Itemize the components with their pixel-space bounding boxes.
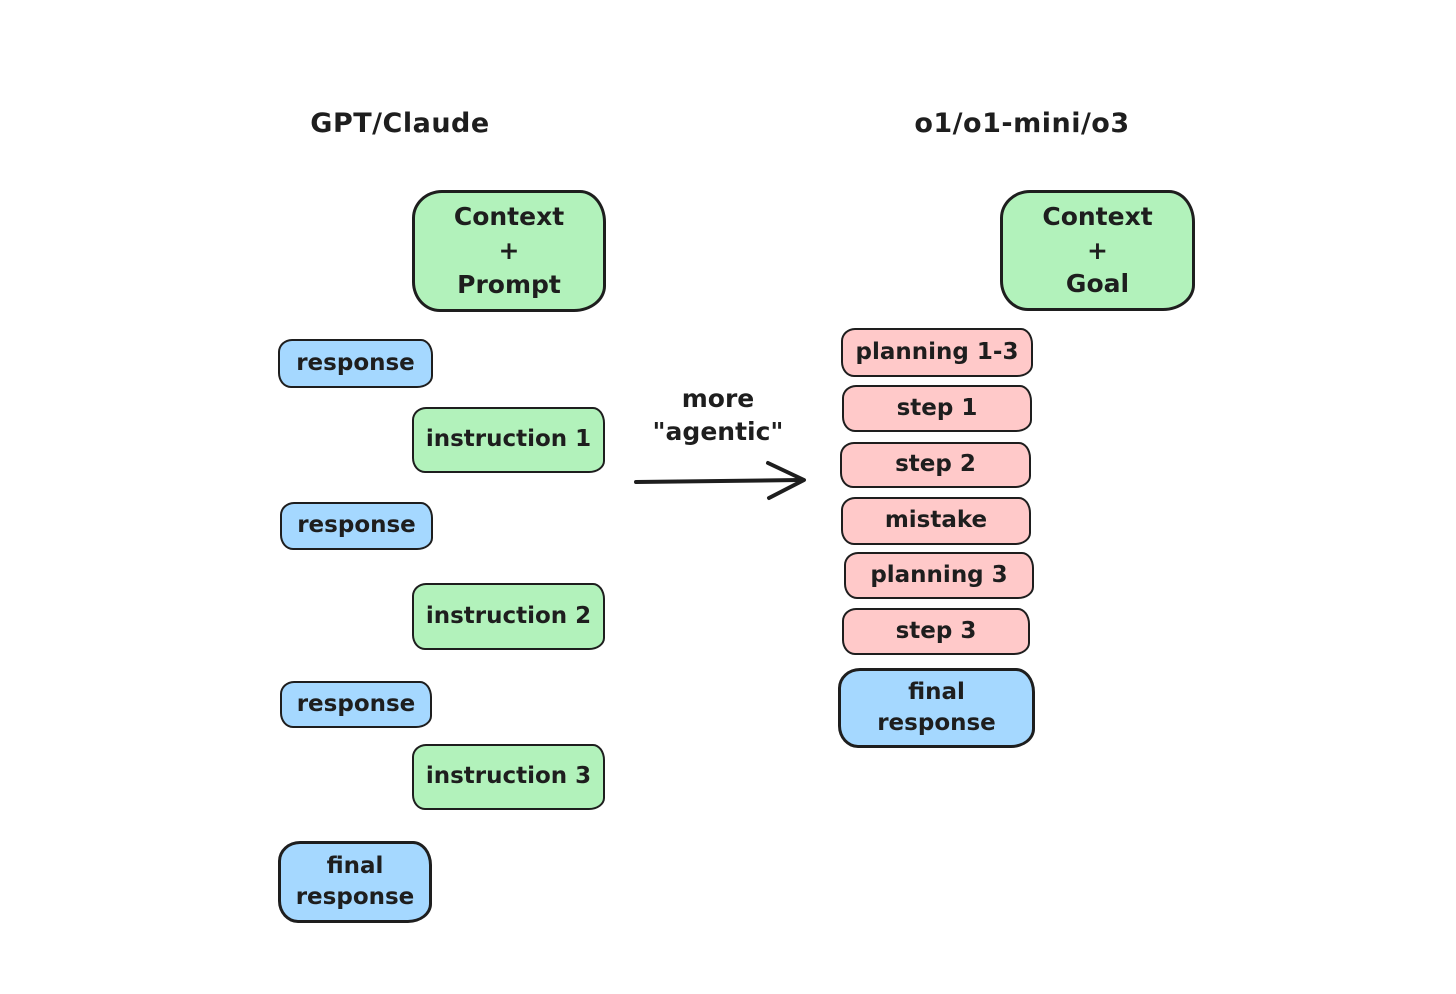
step-box-step-2: step 2 (840, 442, 1031, 488)
response-box-3: response (280, 681, 432, 728)
step-box-step-3: step 3 (842, 608, 1030, 655)
step-box-planning-1-3: planning 1-3 (841, 328, 1033, 377)
step-box-mistake: mistake (841, 497, 1031, 545)
context-goal-box: Context + Goal (1000, 190, 1195, 311)
right-column-header: o1/o1-mini/o3 (914, 108, 1130, 139)
left-column-header: GPT/Claude (310, 108, 490, 139)
final-response-box-right: final response (838, 668, 1035, 748)
instruction-box-3: instruction 3 (412, 744, 605, 810)
response-box-2: response (280, 502, 433, 550)
instruction-box-1: instruction 1 (412, 407, 605, 473)
step-box-step-1: step 1 (842, 385, 1032, 432)
step-box-planning-3: planning 3 (844, 552, 1034, 599)
final-response-box-left: final response (278, 841, 432, 923)
instruction-box-2: instruction 2 (412, 583, 605, 650)
more-agentic-label: more "agentic" (652, 384, 784, 446)
context-prompt-box: Context + Prompt (412, 190, 606, 312)
response-box-1: response (278, 339, 433, 388)
right-arrow-icon (634, 461, 806, 500)
